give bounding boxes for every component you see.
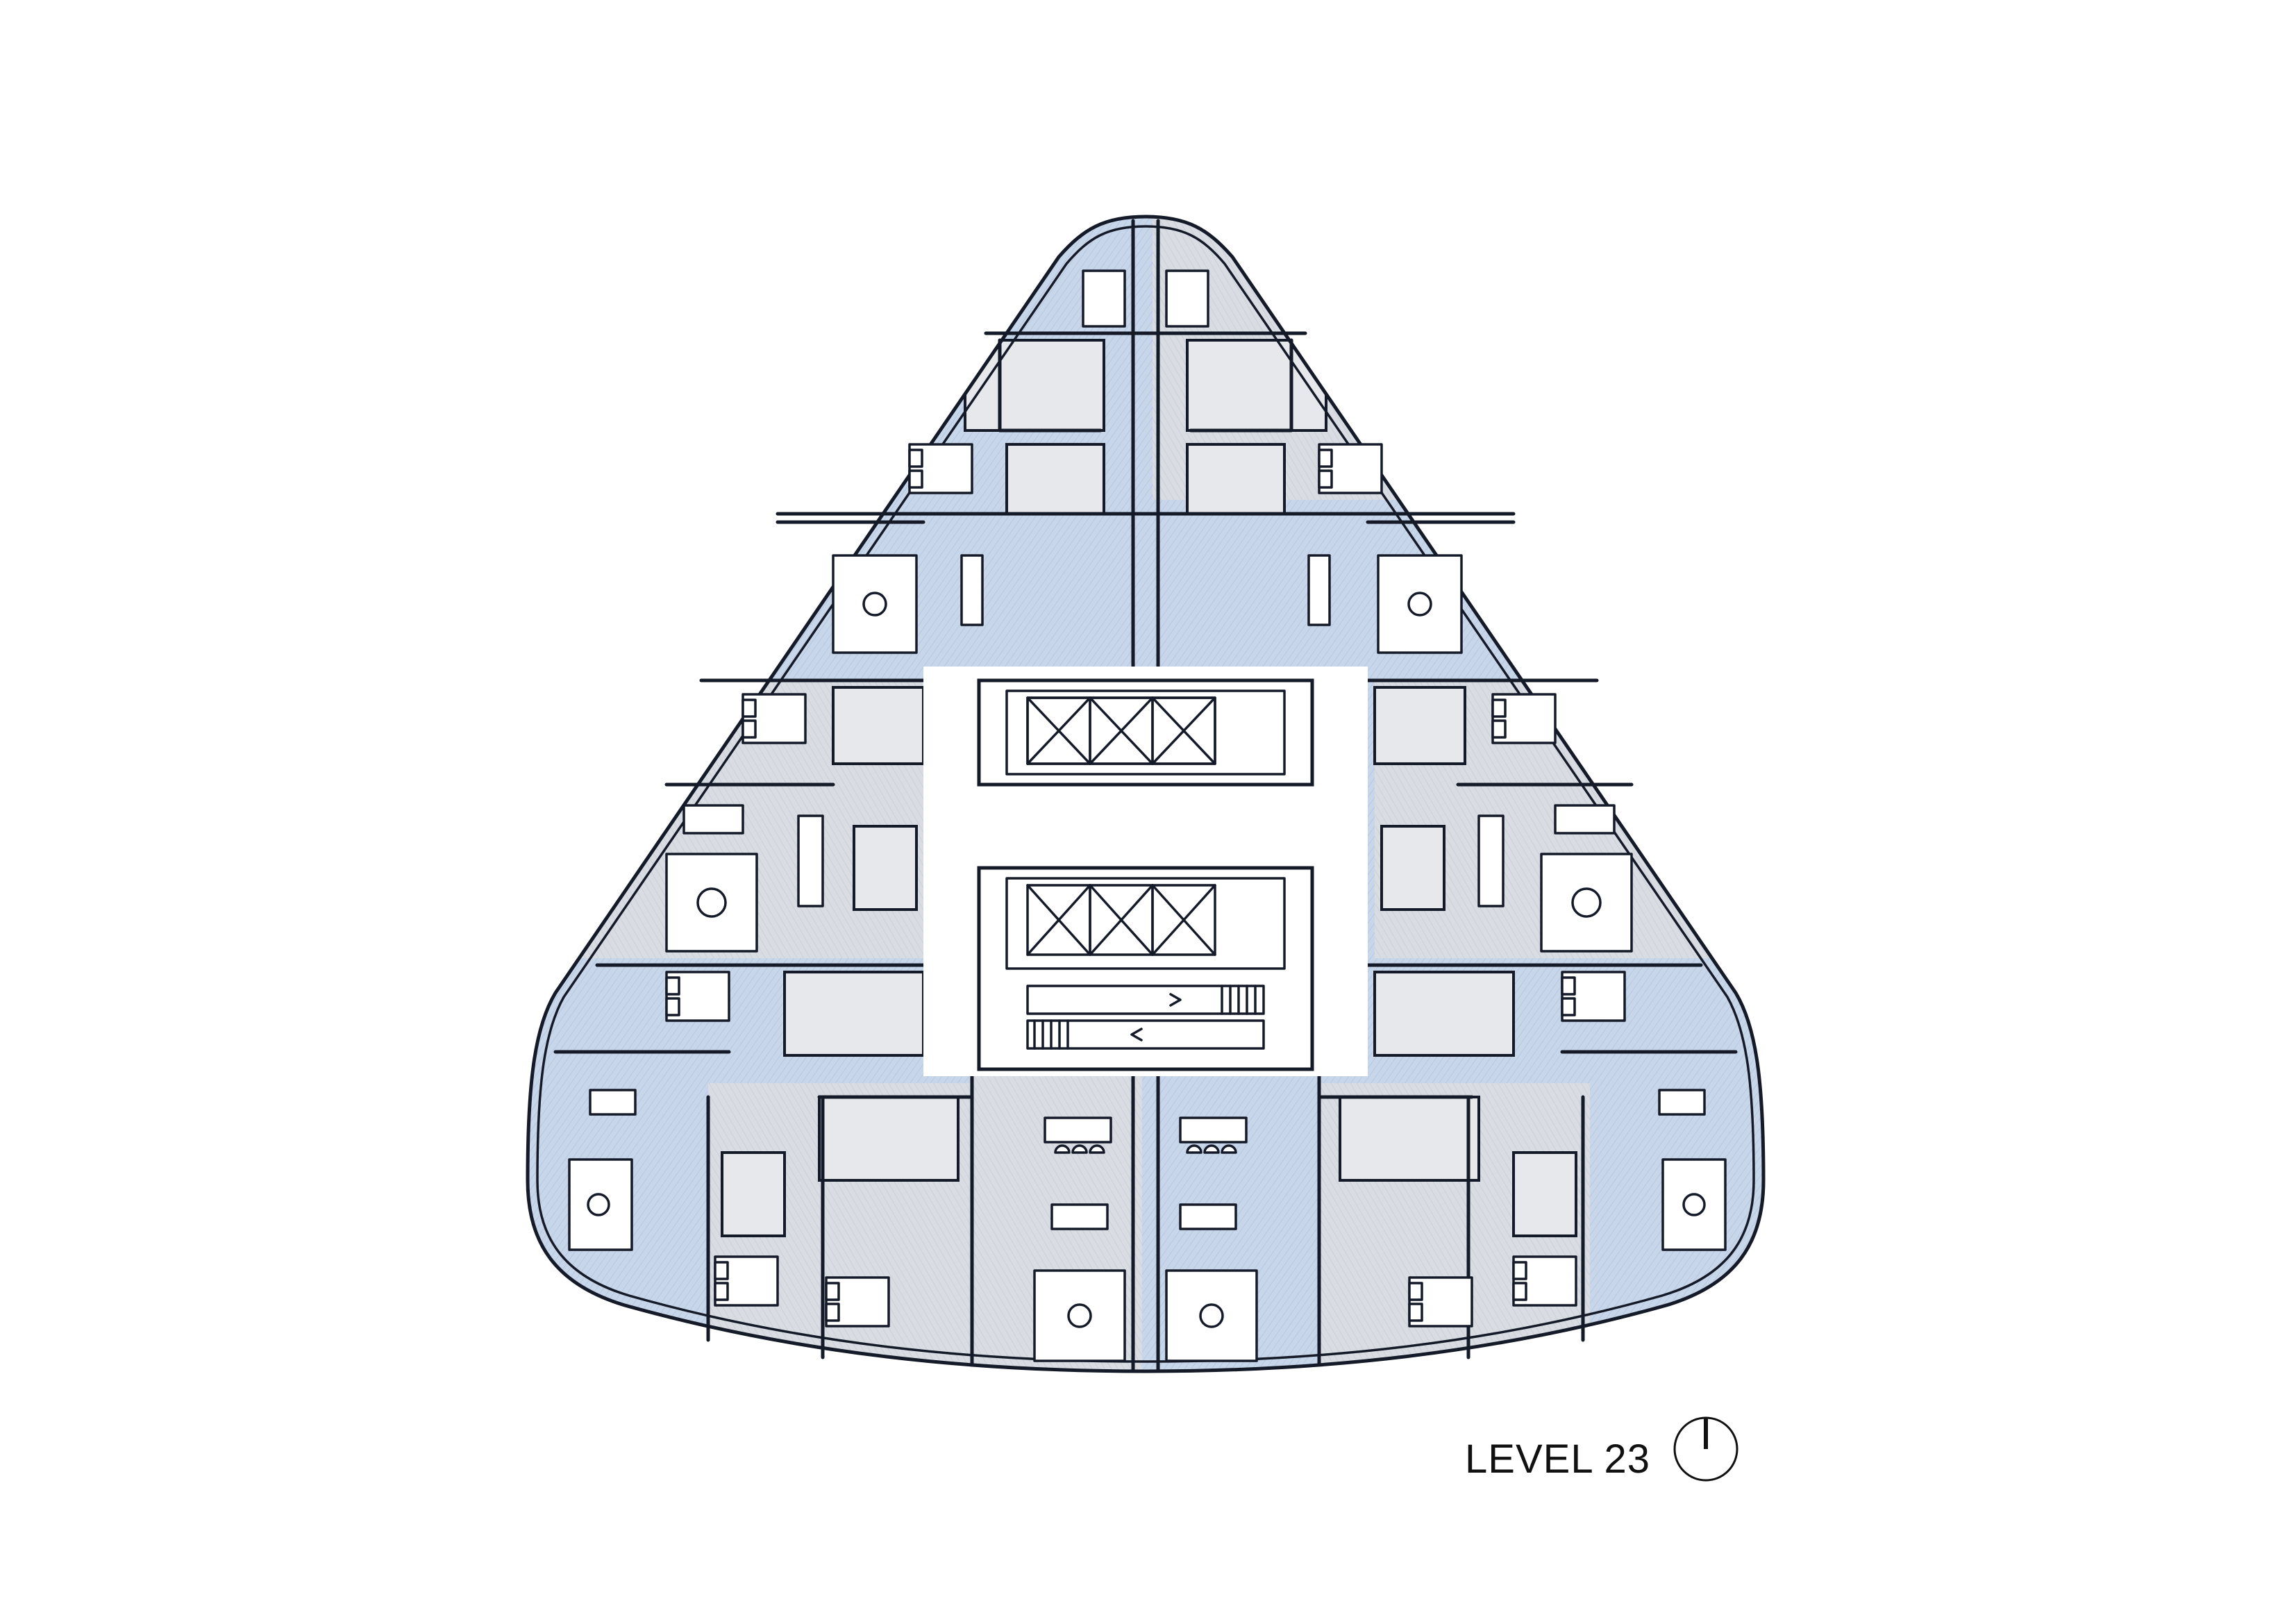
facade-outline (526, 215, 1766, 1373)
upper-lift-bank (977, 678, 1314, 787)
furniture (568, 269, 1727, 1362)
upper-lift-cars (1026, 696, 1216, 765)
north-arrow-icon (1673, 1416, 1738, 1482)
level-label: LEVEL 23 (1465, 1437, 1651, 1482)
building-core (923, 667, 1368, 1076)
demising-walls (553, 219, 1738, 1371)
lower-lift-cars (1026, 884, 1216, 956)
stair (1026, 985, 1265, 1050)
